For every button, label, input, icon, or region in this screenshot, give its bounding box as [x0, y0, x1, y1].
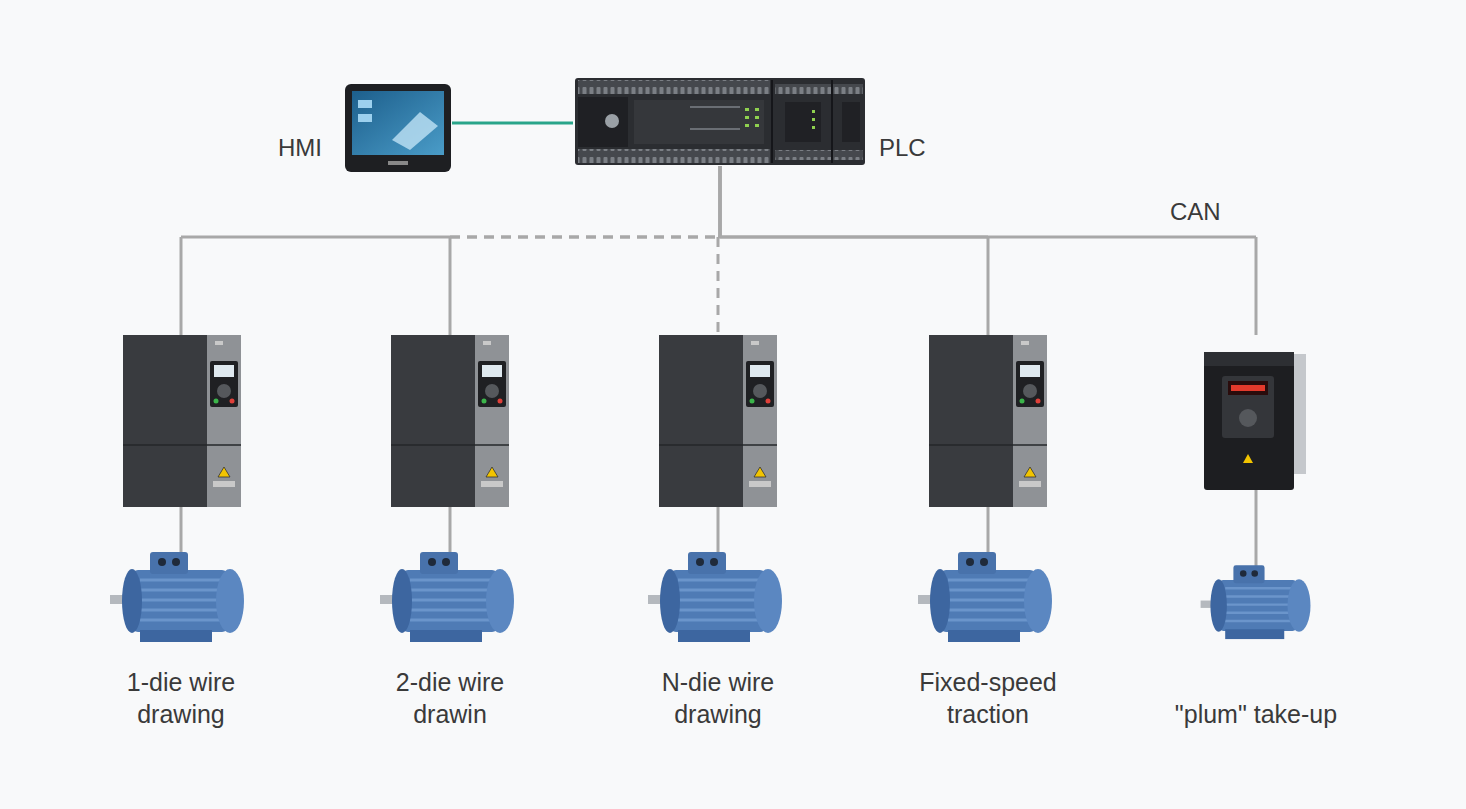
- connector-segment: [719, 166, 722, 237]
- drive-small: [1204, 352, 1306, 490]
- hmi-node: HMI: [270, 82, 452, 174]
- node-label: PLC: [879, 134, 926, 162]
- drive-traction: [929, 335, 1047, 507]
- motor-traction: [918, 552, 1052, 642]
- node-label: Fixed-speed traction: [898, 666, 1078, 730]
- connector-segment: [717, 237, 720, 335]
- node-label: 1-die wire drawing: [101, 666, 261, 730]
- hmi-device: [345, 84, 451, 172]
- bus-name: CAN: [1168, 198, 1223, 226]
- can-bus-line: [720, 166, 1256, 335]
- connector-segment: [719, 166, 722, 237]
- drive-unit: Fixed-speed traction: [898, 335, 1078, 730]
- drive-1: [123, 335, 241, 507]
- connector-segment: [450, 236, 720, 239]
- node-label: HMI: [278, 134, 322, 162]
- can-bus-line: [450, 166, 720, 335]
- connector-segment: [720, 236, 1256, 239]
- motor-1: [110, 552, 244, 642]
- motor-n: [648, 552, 782, 642]
- drive-unit: 1-die wire drawing: [101, 335, 261, 730]
- connector-segment: [449, 237, 452, 335]
- motor-takeup: [1201, 565, 1311, 639]
- ethernet-link: [452, 123, 573, 124]
- plc-node: PLC: [573, 76, 933, 166]
- drive-unit: "plum" take-up: [1141, 335, 1371, 730]
- connector-segment: [719, 166, 722, 237]
- connector-segment: [987, 237, 990, 335]
- drive-2: [391, 335, 509, 507]
- connector-segment: [1255, 237, 1258, 335]
- node-label: "plum" take-up: [1175, 698, 1337, 730]
- can-bus-line: [718, 166, 720, 335]
- connector-segment: [180, 237, 183, 335]
- drive-unit: 2-die wire drawin: [370, 335, 530, 730]
- can-bus-line: [720, 166, 988, 335]
- connector-segment: [452, 122, 573, 125]
- connector-segment: [181, 236, 450, 239]
- connector-segment: [719, 166, 722, 237]
- connector-segment: [719, 166, 722, 237]
- drive-unit: N-die wire drawing: [633, 335, 803, 730]
- connector-segment: [450, 236, 720, 239]
- node-label: 2-die wire drawin: [370, 666, 530, 730]
- motor-2: [380, 552, 514, 642]
- node-label: N-die wire drawing: [633, 666, 803, 730]
- can-bus-line: [181, 166, 720, 335]
- plc-device: [575, 78, 865, 165]
- drive-n: [659, 335, 777, 507]
